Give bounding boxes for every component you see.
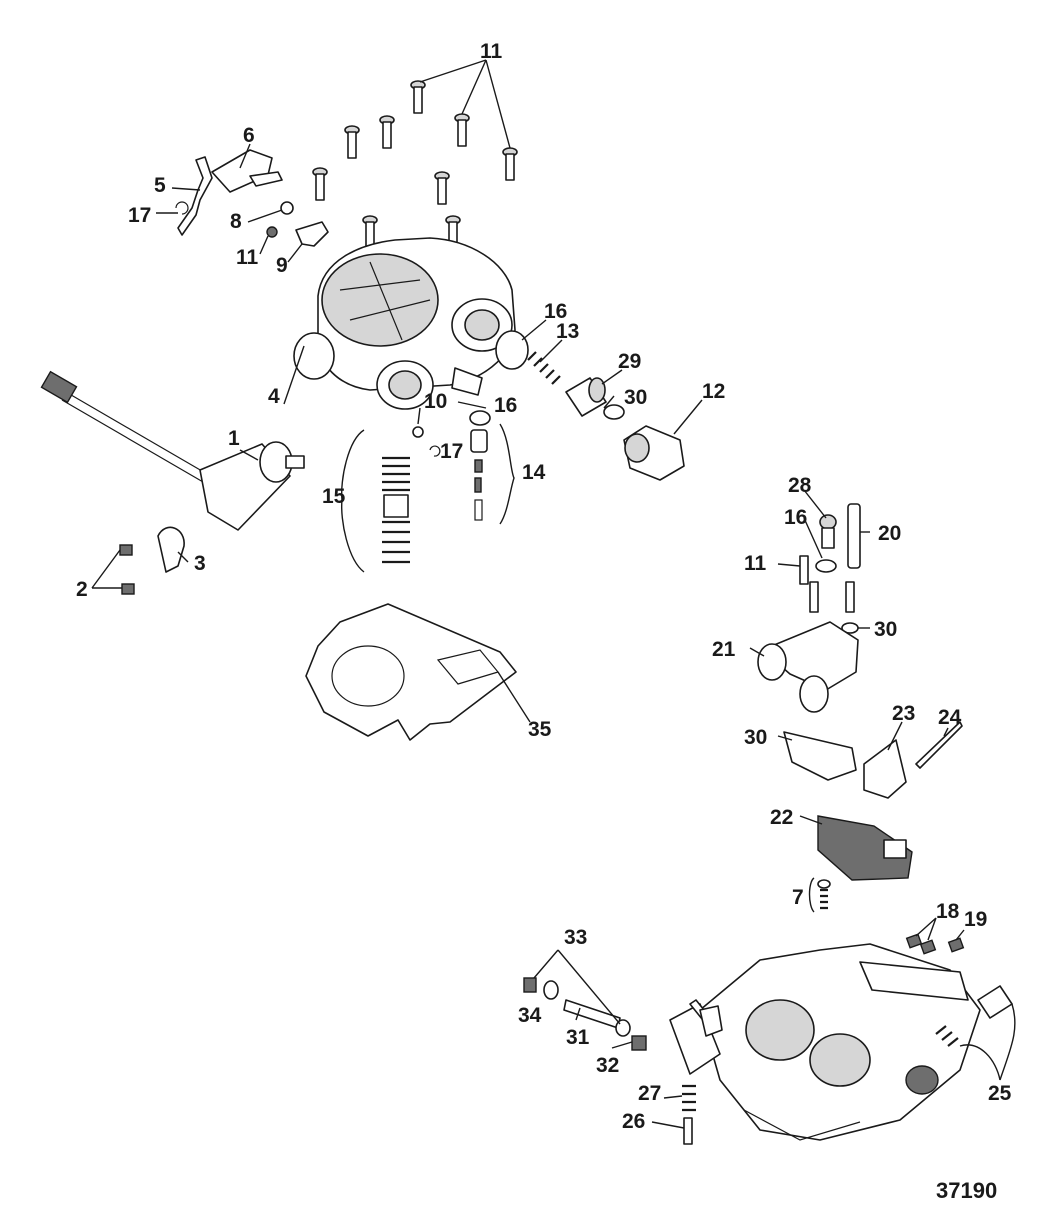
spring-27-screw-26 — [682, 1084, 696, 1145]
callout-18: 18 — [936, 900, 960, 923]
gasket-35 — [305, 603, 517, 741]
callout-12: 12 — [702, 380, 725, 403]
fuel-filter-29 — [565, 377, 607, 417]
callout-16: 16 — [784, 506, 807, 529]
callout-14: 14 — [522, 461, 546, 484]
gasket-16-top — [495, 330, 529, 370]
gasket-4 — [293, 332, 335, 380]
mounting-bolts-top — [312, 80, 518, 249]
spring-13 — [527, 351, 561, 385]
accelerator-pump-15 — [382, 426, 441, 564]
air-horn-body — [317, 237, 516, 410]
callout-23: 23 — [892, 702, 915, 725]
throttle-body — [669, 943, 981, 1141]
callout-21: 21 — [712, 638, 736, 661]
bracket-3-screws-2 — [119, 526, 185, 595]
callout-7: 7 — [792, 886, 804, 909]
callout-26: 26 — [622, 1110, 645, 1133]
callout-35: 35 — [528, 718, 552, 741]
module-22 — [817, 815, 913, 881]
callout-28: 28 — [788, 474, 812, 497]
callout-30: 30 — [874, 618, 897, 641]
callout-3: 3 — [194, 552, 206, 575]
leader-lines — [91, 59, 1016, 1129]
callout-30: 30 — [624, 386, 647, 409]
float-bowl-cover-hardware — [799, 503, 861, 634]
callout-16: 16 — [544, 300, 567, 323]
inlet-fitting-12 — [623, 425, 685, 481]
callout-24: 24 — [938, 706, 962, 729]
needle-seat-14 — [469, 410, 491, 521]
callout-30: 30 — [744, 726, 767, 749]
callout-16: 16 — [494, 394, 517, 417]
callout-34: 34 — [518, 1004, 542, 1027]
callout-29: 29 — [618, 350, 641, 373]
callout-32: 32 — [596, 1054, 619, 1077]
idle-screw-25 — [905, 985, 1013, 1095]
washer-30-top — [603, 404, 625, 420]
callout-8: 8 — [230, 210, 242, 233]
callout-1: 1 — [228, 427, 240, 450]
callout-17: 17 — [440, 440, 463, 463]
screw-7 — [817, 879, 831, 910]
throttle-lever-hardware — [523, 977, 723, 1051]
callout-2: 2 — [76, 578, 88, 601]
screws-18-19 — [905, 933, 965, 955]
callout-11: 11 — [744, 552, 767, 575]
callout-labels: 11 6 5 17 8 11 9 16 13 29 4 16 30 12 10 … — [76, 40, 1012, 1203]
callout-4: 4 — [268, 385, 280, 408]
callout-13: 13 — [556, 320, 579, 343]
callout-33: 33 — [564, 926, 587, 949]
callout-20: 20 — [878, 522, 901, 545]
sensor-housing-21 — [757, 621, 859, 713]
callout-31: 31 — [566, 1026, 590, 1049]
plate-bracket-pin — [783, 721, 963, 799]
callout-25: 25 — [988, 1082, 1012, 1105]
callout-5: 5 — [154, 174, 166, 197]
callout-11: 11 — [236, 246, 259, 269]
callout-17: 17 — [128, 204, 151, 227]
callout-27: 27 — [638, 1082, 661, 1105]
callout-22: 22 — [770, 806, 793, 829]
callout-10: 10 — [424, 390, 447, 413]
callout-6: 6 — [243, 124, 255, 147]
figure-number: 37190 — [936, 1178, 997, 1203]
choke-linkage — [175, 149, 329, 247]
callout-19: 19 — [964, 908, 987, 931]
callout-15: 15 — [322, 485, 346, 508]
callout-9: 9 — [276, 254, 288, 277]
idle-air-control-1 — [40, 370, 305, 531]
callout-11: 11 — [480, 40, 503, 63]
